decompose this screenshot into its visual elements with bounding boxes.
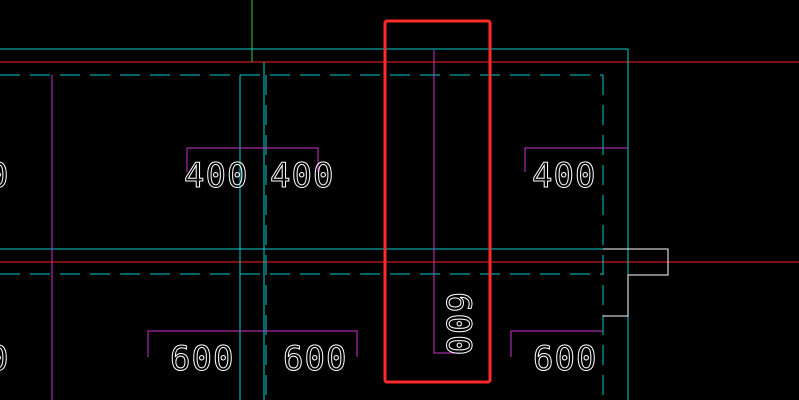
dimension-brackets xyxy=(147,147,628,357)
dim-top-right: 400 xyxy=(532,156,596,196)
dim-bottom-mid-left: 600 xyxy=(170,339,234,379)
bracket-top-right xyxy=(524,147,628,172)
dim-bottom-right: 600 xyxy=(533,339,597,379)
highlight-rebar-line xyxy=(433,50,460,354)
rebar-lines-magenta xyxy=(51,50,460,400)
beam-dashed-cyan xyxy=(0,74,604,400)
dim-bottom-mid-right: 600 xyxy=(283,339,347,379)
bracket-top-mid xyxy=(186,147,319,172)
beam-outlines-cyan xyxy=(0,48,630,400)
dim-top-mid-right: 400 xyxy=(270,156,334,196)
right-cap-outline xyxy=(603,248,669,317)
dim-top-mid-left: 400 xyxy=(184,156,248,196)
axis-lines-red xyxy=(0,61,799,263)
beam-outline-white xyxy=(603,248,669,317)
dim-highlighted-vertical: 600 xyxy=(438,292,478,356)
dim-bottom-left-partial: 0 xyxy=(0,339,9,379)
dim-top-left-partial: 0 xyxy=(0,156,9,196)
bracket-bottom-mid xyxy=(147,330,358,357)
bracket-bottom-right xyxy=(510,330,603,357)
selection-highlight-box[interactable] xyxy=(383,19,492,384)
